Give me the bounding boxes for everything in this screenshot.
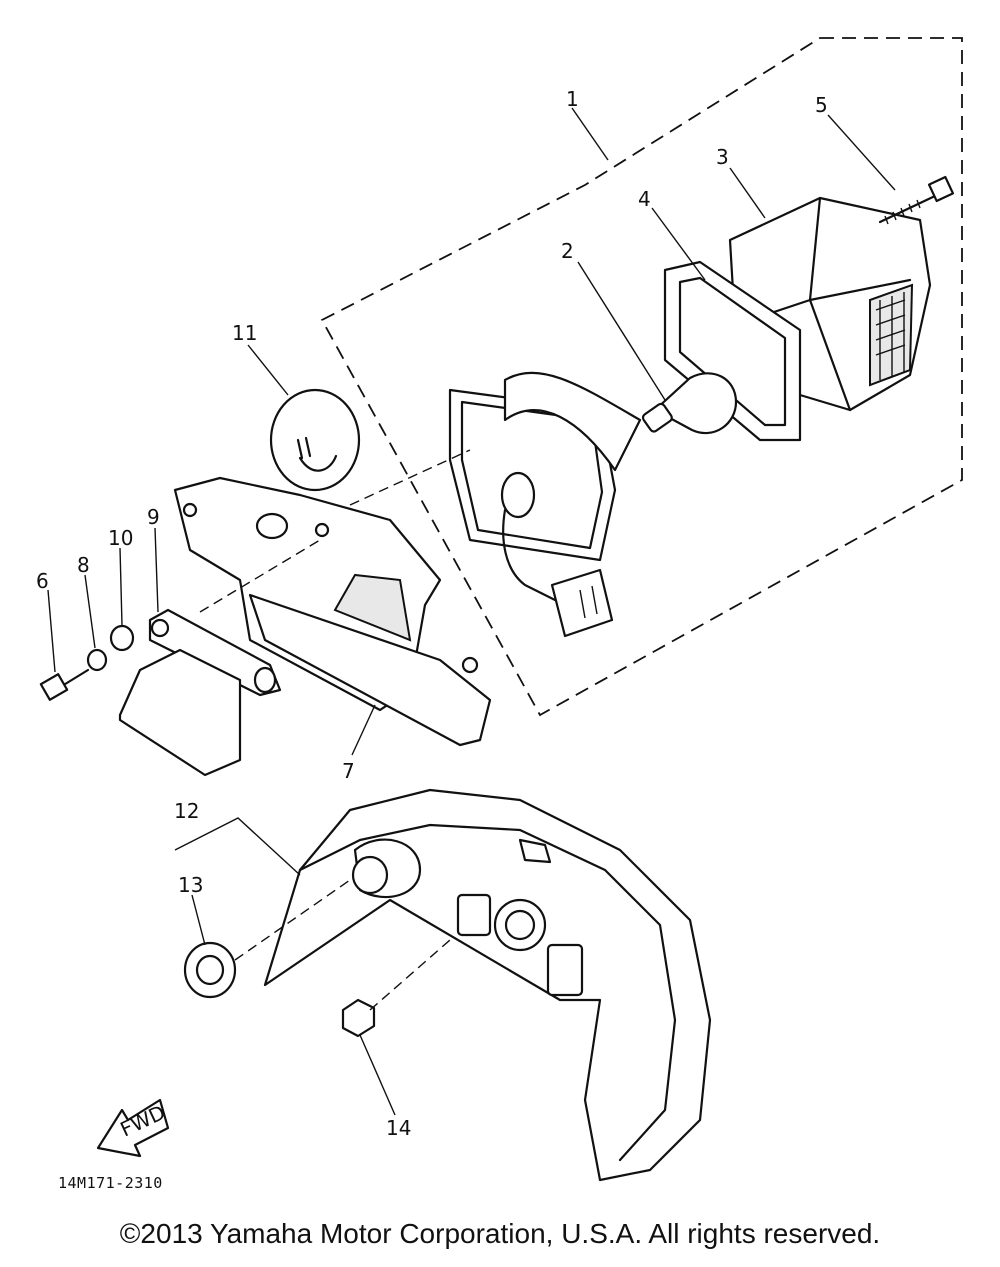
leader-11 <box>247 344 289 396</box>
callout-7: 7 <box>342 759 355 783</box>
leader-9 <box>154 527 159 613</box>
tail-cover <box>263 788 712 1182</box>
small-washer <box>86 648 108 672</box>
callout-14: 14 <box>386 1116 411 1140</box>
copyright-notice: ©2013 Yamaha Motor Corporation, U.S.A. A… <box>119 1218 881 1249</box>
callout-8: 8 <box>77 553 90 577</box>
leader-4 <box>651 207 706 281</box>
callout-9: 9 <box>147 505 160 529</box>
leader-12 <box>174 817 301 876</box>
grommet-cap <box>269 388 361 492</box>
leader-8 <box>84 574 96 649</box>
callout-10: 10 <box>108 526 133 550</box>
spacer <box>118 608 282 777</box>
leader-6 <box>47 589 56 673</box>
lamp-base <box>448 371 642 638</box>
nut <box>341 998 376 1038</box>
bolt <box>39 668 90 701</box>
assembly-boundary <box>320 37 963 717</box>
leader-2 <box>577 261 666 401</box>
leader-14 <box>359 1034 396 1116</box>
callout-13: 13 <box>178 873 203 897</box>
bracket <box>173 476 492 747</box>
leader-10 <box>119 547 123 626</box>
callout-5: 5 <box>815 93 828 117</box>
forward-arrow-icon <box>96 1098 170 1158</box>
gasket <box>663 260 802 442</box>
leader-5 <box>827 114 896 191</box>
leader-7 <box>351 704 376 756</box>
leader-1 <box>571 107 609 161</box>
callout-12: 12 <box>174 799 199 823</box>
leader-13 <box>191 894 206 946</box>
diagram-code: 14M171-2310 <box>58 1174 163 1192</box>
callout-6: 6 <box>36 569 49 593</box>
callout-4: 4 <box>638 187 651 211</box>
washer <box>109 624 135 652</box>
callout-1: 1 <box>566 87 579 111</box>
callout-2: 2 <box>561 239 574 263</box>
screw <box>878 175 955 225</box>
bulb <box>641 372 738 435</box>
callout-3: 3 <box>716 145 729 169</box>
leader-3 <box>729 167 766 219</box>
grommet <box>183 941 237 999</box>
parts-diagram: FWD 1 2 3 4 5 6 7 8 9 10 11 12 13 14 14M… <box>36 37 963 1192</box>
callout-11: 11 <box>232 321 257 345</box>
